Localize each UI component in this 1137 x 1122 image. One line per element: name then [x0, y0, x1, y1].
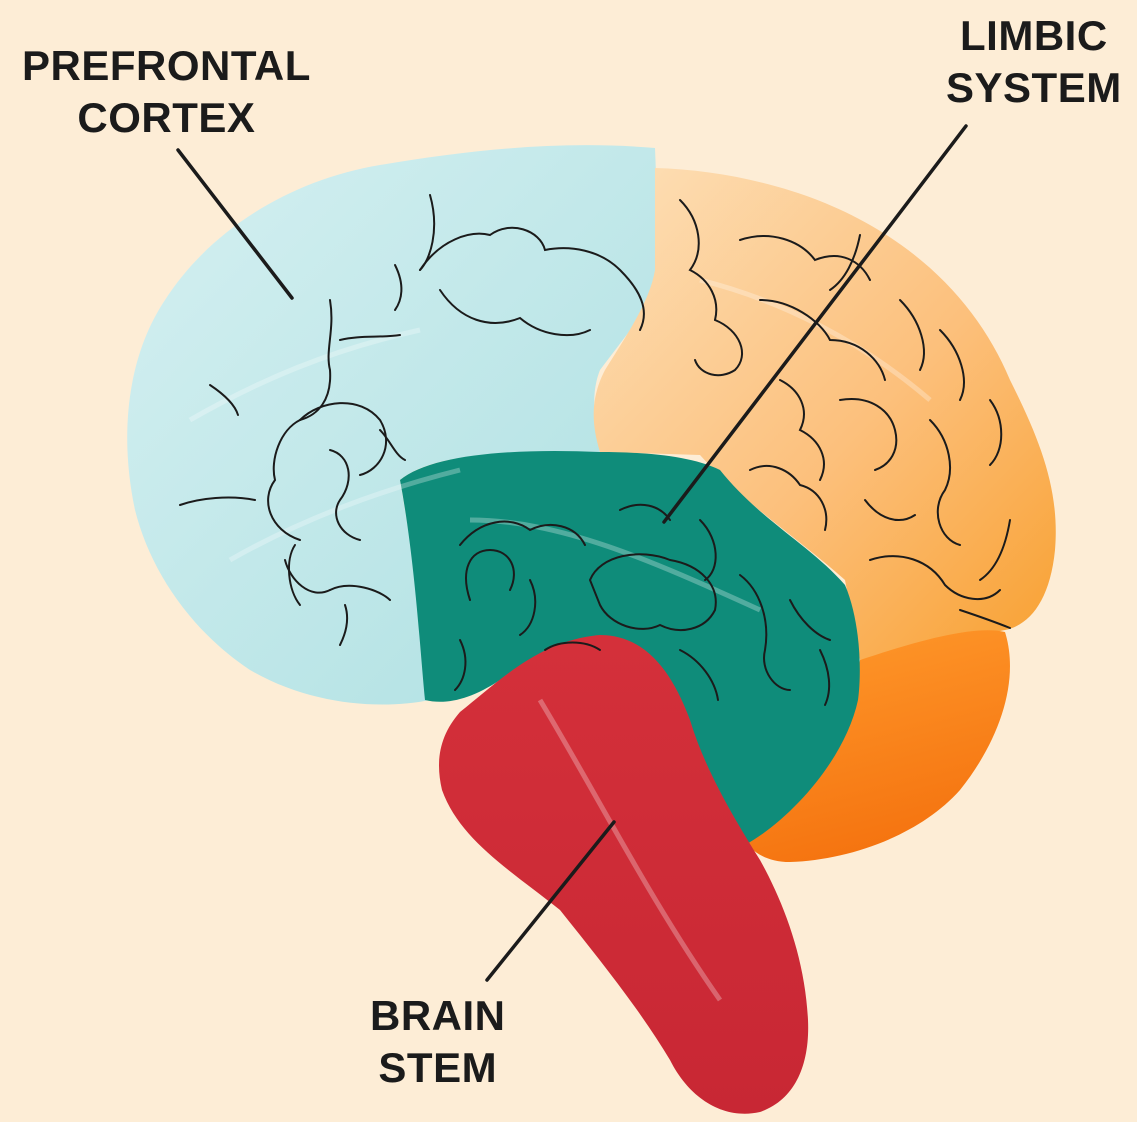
prefrontal-label-line2: CORTEX [22, 92, 311, 144]
limbic-system-label: LIMBIC SYSTEM [946, 10, 1122, 114]
brainstem-label-line2: STEM [370, 1042, 506, 1094]
limbic-label-line2: SYSTEM [946, 62, 1122, 114]
limbic-label-line1: LIMBIC [946, 10, 1122, 62]
brainstem-label-line1: BRAIN [370, 990, 506, 1042]
prefrontal-cortex-label: PREFRONTAL CORTEX [22, 40, 311, 144]
prefrontal-label-line1: PREFRONTAL [22, 40, 311, 92]
brain-stem-label: BRAIN STEM [370, 990, 506, 1094]
